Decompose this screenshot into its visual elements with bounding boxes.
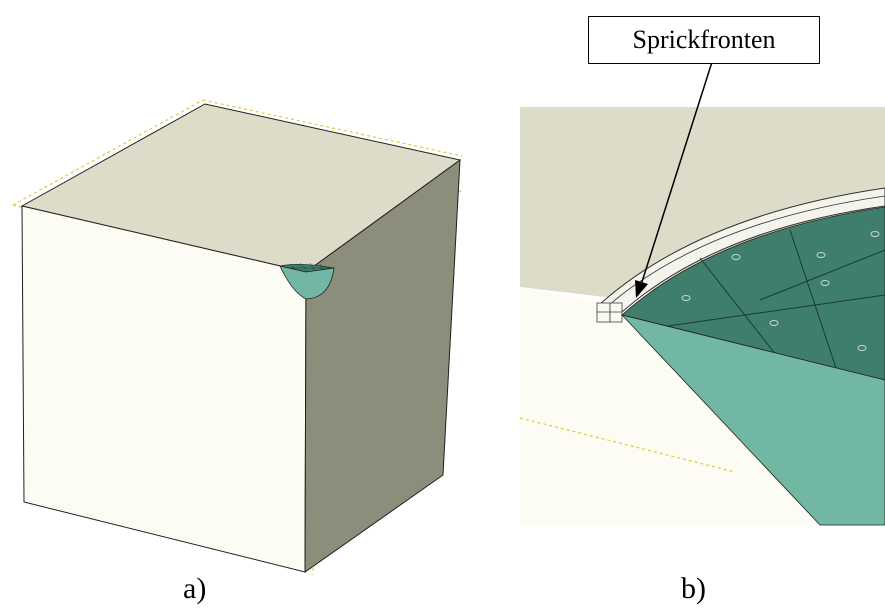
crack-face [279,265,335,300]
zoom-guide-line [519,417,736,473]
callout-arrow-head [635,280,648,298]
zoom-top-surface [520,107,885,300]
crack-front-band [599,187,885,313]
zoom-front-surface [520,287,820,525]
crack-face-zoom [620,314,885,526]
cube-side-face [304,158,461,573]
panel-a-cube [12,99,463,575]
callout-arrow-line [640,61,713,286]
panel-b-zoom [519,61,885,526]
crack-plane-grid [639,229,885,381]
callout-label: Sprickfronten [632,25,776,54]
crack-tip-elements [596,302,623,323]
caption-b: b) [681,572,706,605]
caption-a: a) [183,572,207,605]
crack-plane-nodes [681,231,880,351]
crack-front-inner-line [607,195,885,307]
crack-plane-mesh [621,206,885,381]
callout-label-box: Sprickfronten [588,16,820,64]
